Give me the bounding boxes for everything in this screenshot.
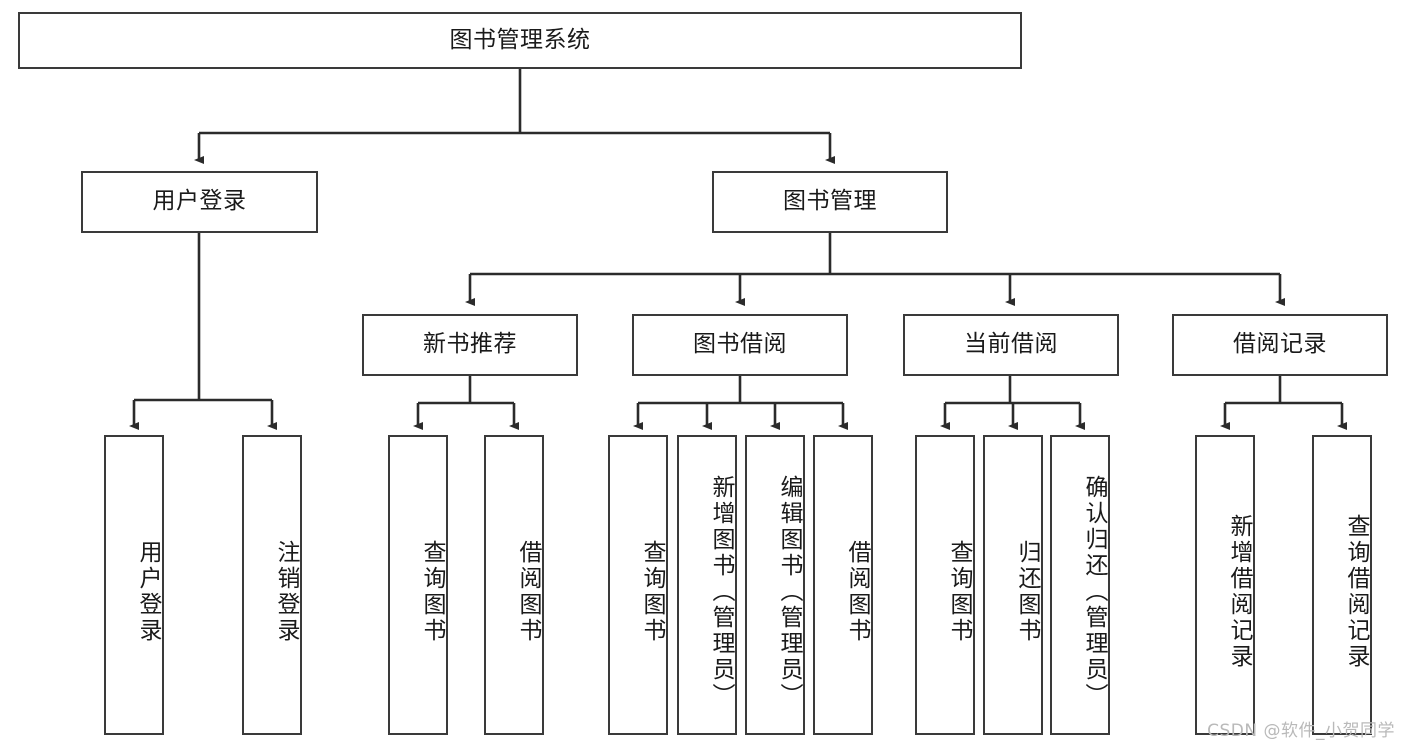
node-label: 查询图书: [639, 540, 665, 644]
leaf-book-borrow-borrow[interactable]: 借阅图书: [813, 435, 873, 735]
node-new-book-recommend[interactable]: 新书推荐: [362, 314, 578, 376]
node-label: 新增借阅记录: [1226, 514, 1252, 670]
leaf-user-login-logout[interactable]: 注销登录: [242, 435, 302, 735]
node-label: 新增图书（管理员）: [708, 475, 734, 709]
leaf-current-borrow-query[interactable]: 查询图书: [915, 435, 975, 735]
leaf-book-borrow-add[interactable]: 新增图书（管理员）: [677, 435, 737, 735]
node-current-borrow[interactable]: 当前借阅: [903, 314, 1119, 376]
node-label: 注销登录: [273, 540, 299, 644]
node-label: 新书推荐: [423, 331, 517, 358]
csdn-watermark: CSDN @软件_小贺同学: [1207, 721, 1395, 741]
leaf-book-borrow-edit[interactable]: 编辑图书（管理员）: [745, 435, 805, 735]
node-label: 借阅图书: [515, 540, 541, 644]
leaf-user-login-login[interactable]: 用户登录: [104, 435, 164, 735]
leaf-current-borrow-confirm-return[interactable]: 确认归还（管理员）: [1050, 435, 1110, 735]
node-label: 确认归还（管理员）: [1081, 475, 1107, 709]
node-label: 用户登录: [135, 540, 161, 644]
node-label: 查询借阅记录: [1343, 514, 1369, 670]
node-label: 当前借阅: [964, 331, 1058, 358]
leaf-borrow-record-add[interactable]: 新增借阅记录: [1195, 435, 1255, 735]
node-label: 编辑图书（管理员）: [776, 475, 802, 709]
node-label: 归还图书: [1014, 540, 1040, 644]
node-label: 借阅记录: [1233, 331, 1327, 358]
leaf-current-borrow-return[interactable]: 归还图书: [983, 435, 1043, 735]
leaf-book-borrow-query[interactable]: 查询图书: [608, 435, 668, 735]
node-borrow-record[interactable]: 借阅记录: [1172, 314, 1388, 376]
node-user-login[interactable]: 用户登录: [81, 171, 318, 233]
node-label: 图书管理: [783, 188, 877, 215]
node-book-borrow[interactable]: 图书借阅: [632, 314, 848, 376]
node-label: 图书管理系统: [449, 26, 591, 53]
leaf-new-book-borrow[interactable]: 借阅图书: [484, 435, 544, 735]
node-label: 借阅图书: [844, 540, 870, 644]
node-label: 查询图书: [419, 540, 445, 644]
node-label: 图书借阅: [693, 331, 787, 358]
node-label: 用户登录: [152, 188, 247, 215]
node-book-management[interactable]: 图书管理: [712, 171, 948, 233]
node-root-system[interactable]: 图书管理系统: [18, 12, 1022, 69]
leaf-borrow-record-query[interactable]: 查询借阅记录: [1312, 435, 1372, 735]
leaf-new-book-query[interactable]: 查询图书: [388, 435, 448, 735]
node-label: 查询图书: [946, 540, 972, 644]
